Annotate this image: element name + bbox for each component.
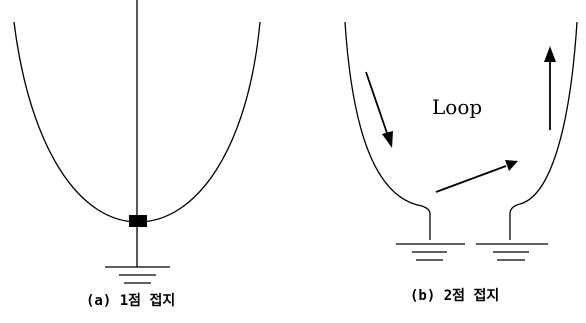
loop-label: Loop [432, 95, 483, 119]
cable-shield-right-b [509, 21, 578, 240]
arrow-up [544, 46, 556, 130]
cable-shield-left-b [344, 21, 431, 240]
caption-single-point-grounding: (a) 1점 접지 [86, 293, 176, 309]
arrow-down-left [365, 71, 393, 148]
ground-symbol-b-right [476, 243, 548, 261]
ground-junction-a [129, 215, 147, 227]
loop-arrows [365, 46, 556, 193]
ground-symbol-a [105, 266, 170, 284]
caption-two-point-grounding: (b) 2점 접지 [410, 288, 500, 304]
ground-symbol-b-left [396, 243, 465, 261]
single-point-grounding-figure [13, 0, 261, 284]
arrow-up-right [435, 160, 518, 193]
two-point-grounding-figure [344, 21, 578, 261]
